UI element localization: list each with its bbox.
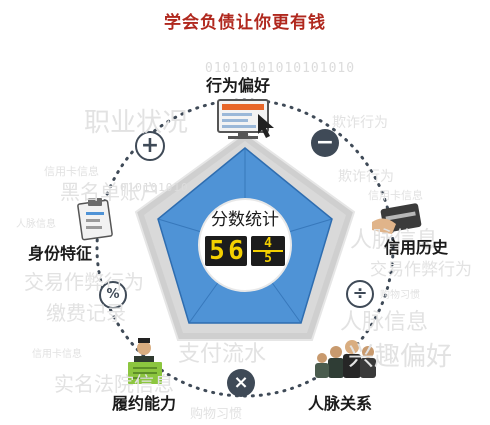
bg-shopping-2: 购物习惯 (190, 407, 243, 422)
people-group-icon (315, 340, 376, 378)
multiply-badge (227, 369, 255, 397)
node-label-credit-history: 信用历史 (384, 238, 449, 257)
score-digit-2: 6 (228, 236, 244, 266)
id-card-icon (77, 198, 113, 241)
score-fraction-top: 4 (264, 236, 272, 251)
bg-shopping-1: 购物习惯 (380, 290, 420, 301)
minus-icon: − (315, 130, 335, 155)
bg-realname: 实名法院信息 (54, 372, 174, 396)
bg-bill-pay: 缴费记录 (46, 301, 126, 325)
person-contract-icon (128, 338, 162, 384)
bg-career: 职业状况 (84, 108, 189, 138)
multiply-icon: × (233, 372, 249, 393)
bg-bits-top: 01010101010101010 (205, 61, 356, 76)
node-label-connections: 人脉关系 (308, 394, 373, 413)
bg-trade-cheat-2: 交易作弊行为 (370, 260, 472, 280)
divide-icon: ÷ (352, 283, 368, 304)
bg-trade-cheat: 交易作弊行为 (24, 270, 144, 294)
minus-badge (311, 129, 339, 157)
credit-card-icon (372, 203, 422, 234)
node-label-behavior: 行为偏好 (206, 76, 271, 95)
score-display (205, 236, 285, 266)
bg-credit-card-3: 信用卡信息 (32, 349, 82, 360)
score-digit-1: 5 (209, 236, 225, 266)
bg-fraud-2: 欺诈行为 (338, 169, 394, 185)
bg-relations-r: 人脉信息 (340, 310, 429, 335)
bg-people-info: 人脉信息 (16, 219, 56, 230)
bg-payment-flow: 支付流水 (178, 342, 267, 367)
page-title: 学会负债让你更有钱 (164, 13, 326, 33)
bg-people-info-2: 人脉信息 (350, 228, 439, 253)
score-label: 分数统计 (211, 210, 279, 230)
bg-credit-card-1: 信用卡信息 (44, 165, 99, 178)
score-fraction-bottom: 5 (264, 251, 272, 266)
divide-badge (346, 280, 374, 308)
monitor-icon (217, 99, 274, 139)
bg-interest: 兴趣偏好 (348, 342, 453, 372)
percent-icon: % (106, 287, 120, 302)
node-label-fulfillment: 履约能力 (112, 394, 177, 413)
bg-credit-card-2: 信用卡信息 (368, 189, 423, 202)
plus-badge (135, 131, 165, 161)
bg-bits-mid: 010101010 (120, 181, 189, 194)
bg-fraud-1: 欺诈行为 (332, 115, 388, 131)
plus-icon: + (140, 133, 160, 158)
node-label-identity: 身份特征 (28, 244, 93, 263)
bg-blacklist: 黑名单账户 (60, 180, 160, 204)
percent-badge (99, 281, 127, 309)
